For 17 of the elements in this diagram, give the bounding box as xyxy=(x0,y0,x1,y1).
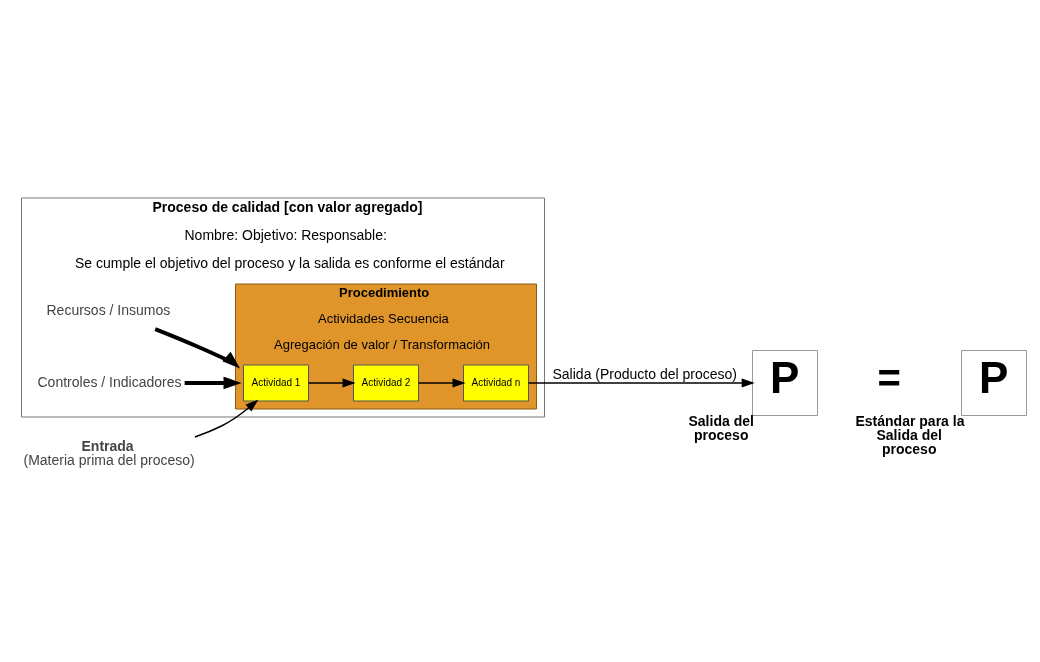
node-text: Recursos / Insumos xyxy=(46,301,171,318)
node-box: P xyxy=(961,349,1027,416)
node-text: Entrada (Materia prima del proceso) xyxy=(23,437,195,468)
edge-label: Salida (Producto del proceso) xyxy=(552,365,737,382)
arrow xyxy=(184,376,242,389)
arrow xyxy=(194,399,259,438)
node-box: Actividad n xyxy=(463,364,529,401)
arrow xyxy=(154,326,241,368)
arrow xyxy=(527,377,755,388)
node-box: P xyxy=(752,349,818,416)
node-label: Salida del proceso xyxy=(688,412,754,443)
node-text: Controles / Indicadores xyxy=(37,373,182,390)
arrow xyxy=(417,377,466,388)
node-box: Actividad 2 xyxy=(353,364,419,401)
node-box: Actividad 1 xyxy=(243,364,309,401)
arrow xyxy=(307,377,356,388)
label: = xyxy=(877,355,901,400)
